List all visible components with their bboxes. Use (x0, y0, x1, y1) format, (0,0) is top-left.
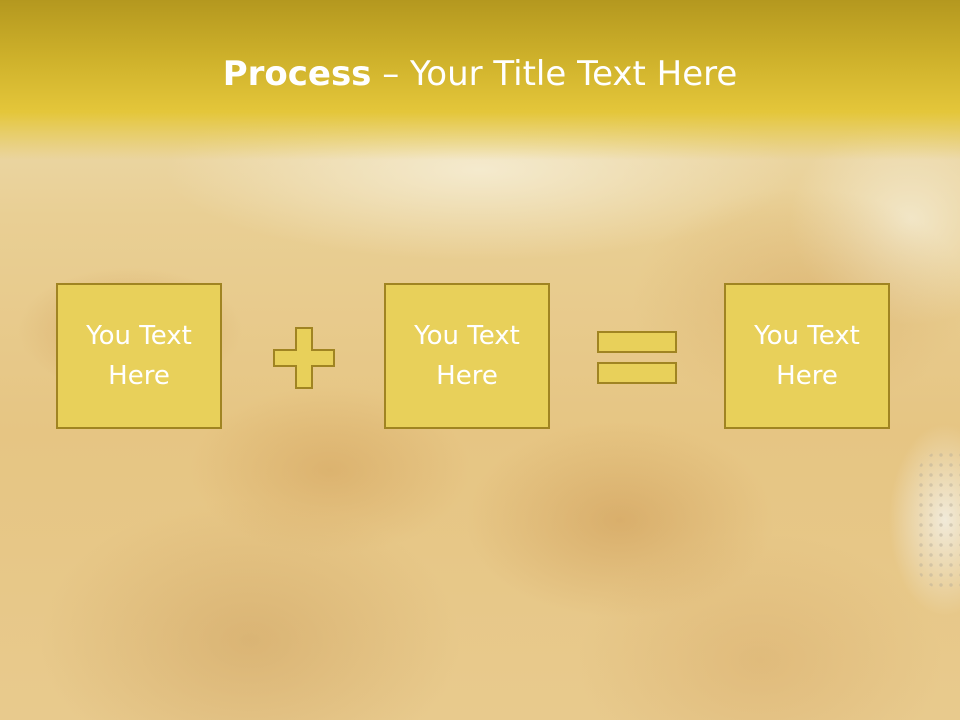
text-box-2[interactable]: You Text Here (384, 283, 550, 429)
title-rest-part: – Your Title Text Here (371, 54, 738, 94)
text-box-2-line-2: Here (436, 361, 498, 391)
equals-icon (597, 331, 677, 384)
perforated-plate-edge (916, 450, 960, 590)
text-box-3-line-2: Here (776, 361, 838, 391)
text-box-3-line-1: You Text (754, 321, 860, 351)
slide-title[interactable]: Process – Your Title Text Here (0, 52, 960, 96)
title-bold-part: Process (222, 54, 372, 94)
text-box-1-line-1: You Text (86, 321, 192, 351)
text-box-1-line-2: Here (108, 361, 170, 391)
text-box-2-line-1: You Text (414, 321, 520, 351)
text-box-3[interactable]: You Text Here (724, 283, 890, 429)
text-box-1[interactable]: You Text Here (56, 283, 222, 429)
header-band (0, 0, 960, 160)
plus-icon (273, 327, 335, 389)
